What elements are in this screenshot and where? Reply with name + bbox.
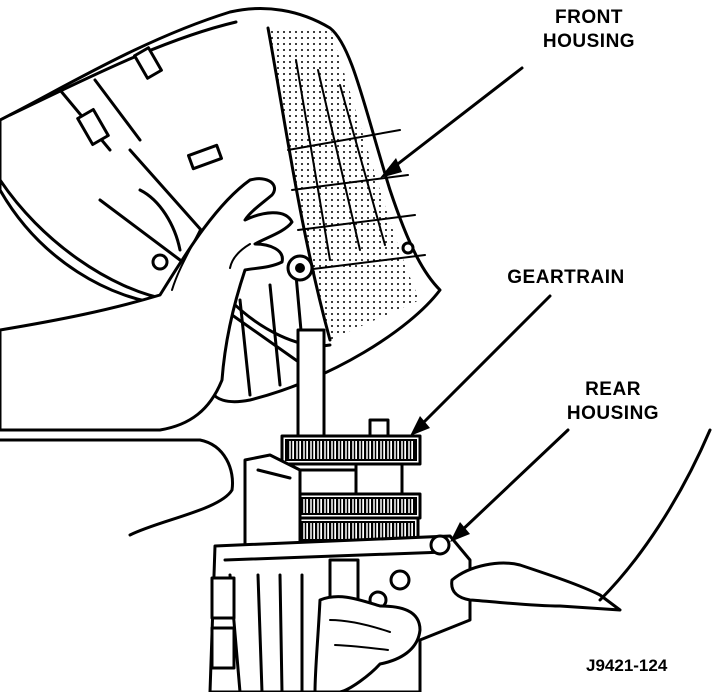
- front-housing-leader: [388, 66, 524, 172]
- front-housing-label-line2: HOUSING: [542, 31, 636, 52]
- rear-housing-label-line1: REAR: [585, 379, 641, 400]
- rear-housing-label-line2: HOUSING: [566, 403, 660, 424]
- front-housing-label: FRONT HOUSING: [524, 6, 654, 54]
- right-hand: [313, 428, 712, 694]
- rear-housing-leader: [456, 428, 570, 536]
- rear-housing-label: REAR HOUSING: [548, 378, 678, 426]
- leader-lines: [380, 66, 570, 542]
- figure-code: J9421-124: [586, 656, 668, 675]
- geartrain: [243, 328, 422, 562]
- left-hand: [0, 177, 294, 537]
- front-housing: [0, 7, 442, 404]
- front-housing-label-line1: FRONT: [555, 7, 623, 28]
- geartrain-label: GEARTRAIN: [507, 267, 625, 288]
- geartrain-leader: [416, 294, 552, 430]
